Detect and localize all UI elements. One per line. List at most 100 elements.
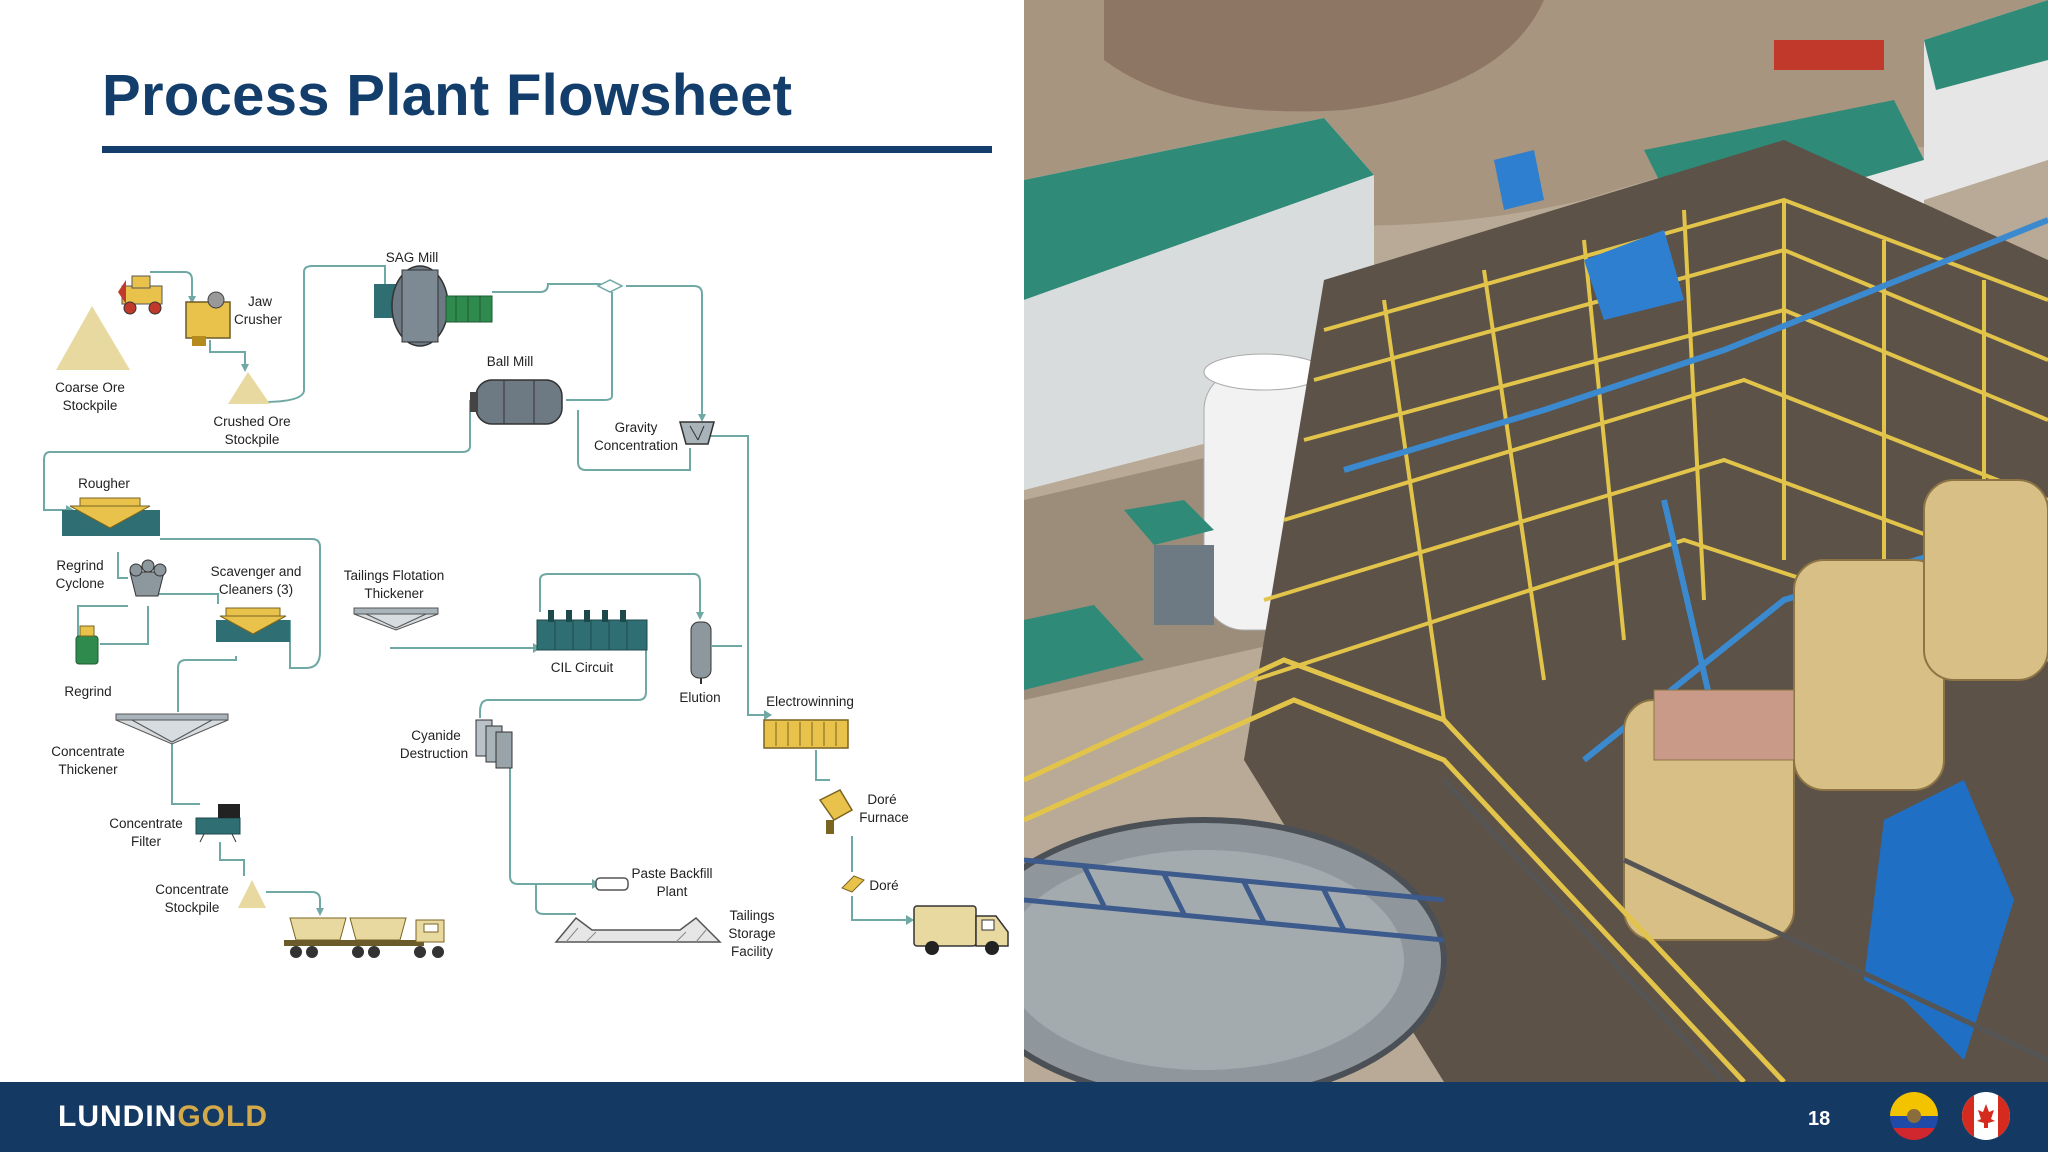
svg-text:Jaw: Jaw — [248, 294, 272, 309]
conc-filter-label-1: Concentrate — [109, 816, 183, 831]
gravity-concentrator-icon — [679, 421, 715, 445]
svg-text:Filter: Filter — [131, 834, 162, 849]
tailings-storage-facility-icon — [554, 916, 722, 943]
process-building-structure — [1244, 140, 2048, 1082]
flow-cil-to-elution — [539, 573, 701, 618]
flow-loader-to-crusher — [150, 271, 193, 300]
paste-backfill-label-2: Plant — [657, 884, 688, 899]
paste-backfill-label-1: Paste Backfill — [631, 866, 712, 881]
flow-filter-to-stockpile — [219, 842, 245, 876]
screen-diamond-icon — [596, 279, 624, 293]
ecuador-flag-icon — [1890, 1092, 1938, 1140]
sag-mill-icon — [374, 265, 493, 347]
flow-stockpile-to-truck — [266, 891, 321, 912]
scavenger-cleaner-cells-icon — [216, 607, 290, 642]
flow-conc-thickener-to-filter — [171, 742, 200, 805]
flow-crusher-to-stockpile — [209, 340, 246, 368]
svg-text:Gravity: Gravity — [615, 420, 658, 435]
tsf-label-2: Storage — [728, 926, 775, 941]
canada-flag-icon — [1962, 1092, 2010, 1140]
svg-text:Regrind: Regrind — [64, 684, 111, 699]
svg-text:Stockpile: Stockpile — [63, 398, 118, 413]
svg-text:Tailings Flotation: Tailings Flotation — [344, 568, 445, 583]
crushed-ore-label-1: Crushed Ore — [213, 414, 290, 429]
gravity-label-1: Gravity — [615, 420, 658, 435]
flow-rougher-tails-to-thickener — [160, 538, 321, 610]
conc-thickener-label-2: Thickener — [58, 762, 118, 777]
svg-text:Electrowinning: Electrowinning — [766, 694, 854, 709]
crushed-ore-label-2: Stockpile — [225, 432, 280, 447]
coarse-ore-label-1: Coarse Ore — [55, 380, 125, 395]
flow-screen-to-gravity — [626, 285, 703, 420]
svg-text:Plant: Plant — [657, 884, 688, 899]
dore-furnace-label-1: Doré — [867, 792, 896, 807]
cil-circuit-tanks-icon — [536, 610, 648, 651]
svg-text:Storage: Storage — [728, 926, 775, 941]
arrowhead — [696, 612, 704, 620]
svg-text:Crusher: Crusher — [234, 312, 283, 327]
flow-rougher-to-regrind-cyclone — [117, 552, 128, 579]
svg-text:Paste Backfill: Paste Backfill — [631, 866, 712, 881]
title-underline — [102, 146, 992, 153]
svg-text:Cleaners (3): Cleaners (3) — [219, 582, 293, 597]
jaw-crusher-label-1: Jaw — [248, 294, 272, 309]
arrowhead — [188, 296, 196, 304]
footer-bar: LUNDINGOLD 18 — [0, 1082, 2048, 1152]
ball-mill-label: Ball Mill — [487, 354, 534, 369]
flow-dore-to-truck — [851, 896, 910, 921]
jaw-crusher-label-2: Crusher — [234, 312, 283, 327]
concentrate-thickener-icon — [115, 713, 229, 745]
svg-text:Tailings: Tailings — [729, 908, 774, 923]
conc-stockpile-label-1: Concentrate — [155, 882, 229, 897]
flow-cil-to-cyanide — [479, 648, 647, 718]
svg-text:Ball Mill: Ball Mill — [487, 354, 534, 369]
flow-cyclone-to-regrind — [100, 606, 149, 645]
flow-stockpile-to-sag — [261, 265, 386, 403]
svg-text:Destruction: Destruction — [400, 746, 468, 761]
crushed-ore-stockpile-shape — [228, 372, 270, 404]
svg-text:CIL Circuit: CIL Circuit — [551, 660, 614, 675]
paste-backfill-icon — [595, 877, 629, 891]
flow-screen-to-ballmill — [566, 292, 613, 401]
arrowhead — [906, 915, 914, 925]
regrind-label: Regrind — [64, 684, 111, 699]
concentrate-truck-icon — [284, 917, 445, 958]
gravity-label-2: Concentration — [594, 438, 678, 453]
regrind-mill-icon — [75, 625, 99, 665]
flow-electrowinning-to-furnace — [815, 750, 830, 781]
cyanide-label-1: Cyanide — [411, 728, 461, 743]
concentrate-stockpile-shape — [238, 880, 266, 908]
arrowhead — [316, 908, 324, 916]
svg-text:Concentrate: Concentrate — [155, 882, 229, 897]
dore-bar-icon — [841, 875, 865, 893]
ball-mill-icon — [470, 379, 563, 425]
conc-thickener-label-1: Concentrate — [51, 744, 125, 759]
svg-text:Cyclone: Cyclone — [56, 576, 105, 591]
svg-text:Stockpile: Stockpile — [165, 900, 220, 915]
tailings-thickener-label-2: Thickener — [364, 586, 424, 601]
tsf-label-3: Facility — [731, 944, 773, 959]
page-title: Process Plant Flowsheet — [102, 63, 793, 128]
svg-text:Regrind: Regrind — [56, 558, 103, 573]
dore-truck-icon — [913, 905, 1009, 955]
svg-text:Concentrate: Concentrate — [51, 744, 125, 759]
cil-circuit-label: CIL Circuit — [551, 660, 614, 675]
flow-regrind-loop — [77, 605, 128, 638]
svg-text:Doré: Doré — [869, 878, 898, 893]
svg-text:Thickener: Thickener — [364, 586, 424, 601]
electrowinning-cell-icon — [763, 719, 849, 749]
logo-text-gold: GOLD — [177, 1100, 268, 1133]
rougher-flotation-icon — [62, 497, 160, 536]
svg-text:Concentrate: Concentrate — [109, 816, 183, 831]
flow-gravity-to-electrowinning — [710, 435, 768, 716]
concentrate-filter-icon — [195, 804, 241, 843]
dore-furnace-label-2: Furnace — [859, 810, 909, 825]
svg-text:Furnace: Furnace — [859, 810, 909, 825]
lundin-gold-logo: LUNDINGOLD — [58, 1100, 268, 1134]
svg-text:Concentration: Concentration — [594, 438, 678, 453]
conc-stockpile-label-2: Stockpile — [165, 900, 220, 915]
flow-cyclone-to-scavenger — [150, 593, 219, 604]
svg-text:Facility: Facility — [731, 944, 773, 959]
coarse-ore-label-2: Stockpile — [63, 398, 118, 413]
svg-text:Cyanide: Cyanide — [411, 728, 461, 743]
